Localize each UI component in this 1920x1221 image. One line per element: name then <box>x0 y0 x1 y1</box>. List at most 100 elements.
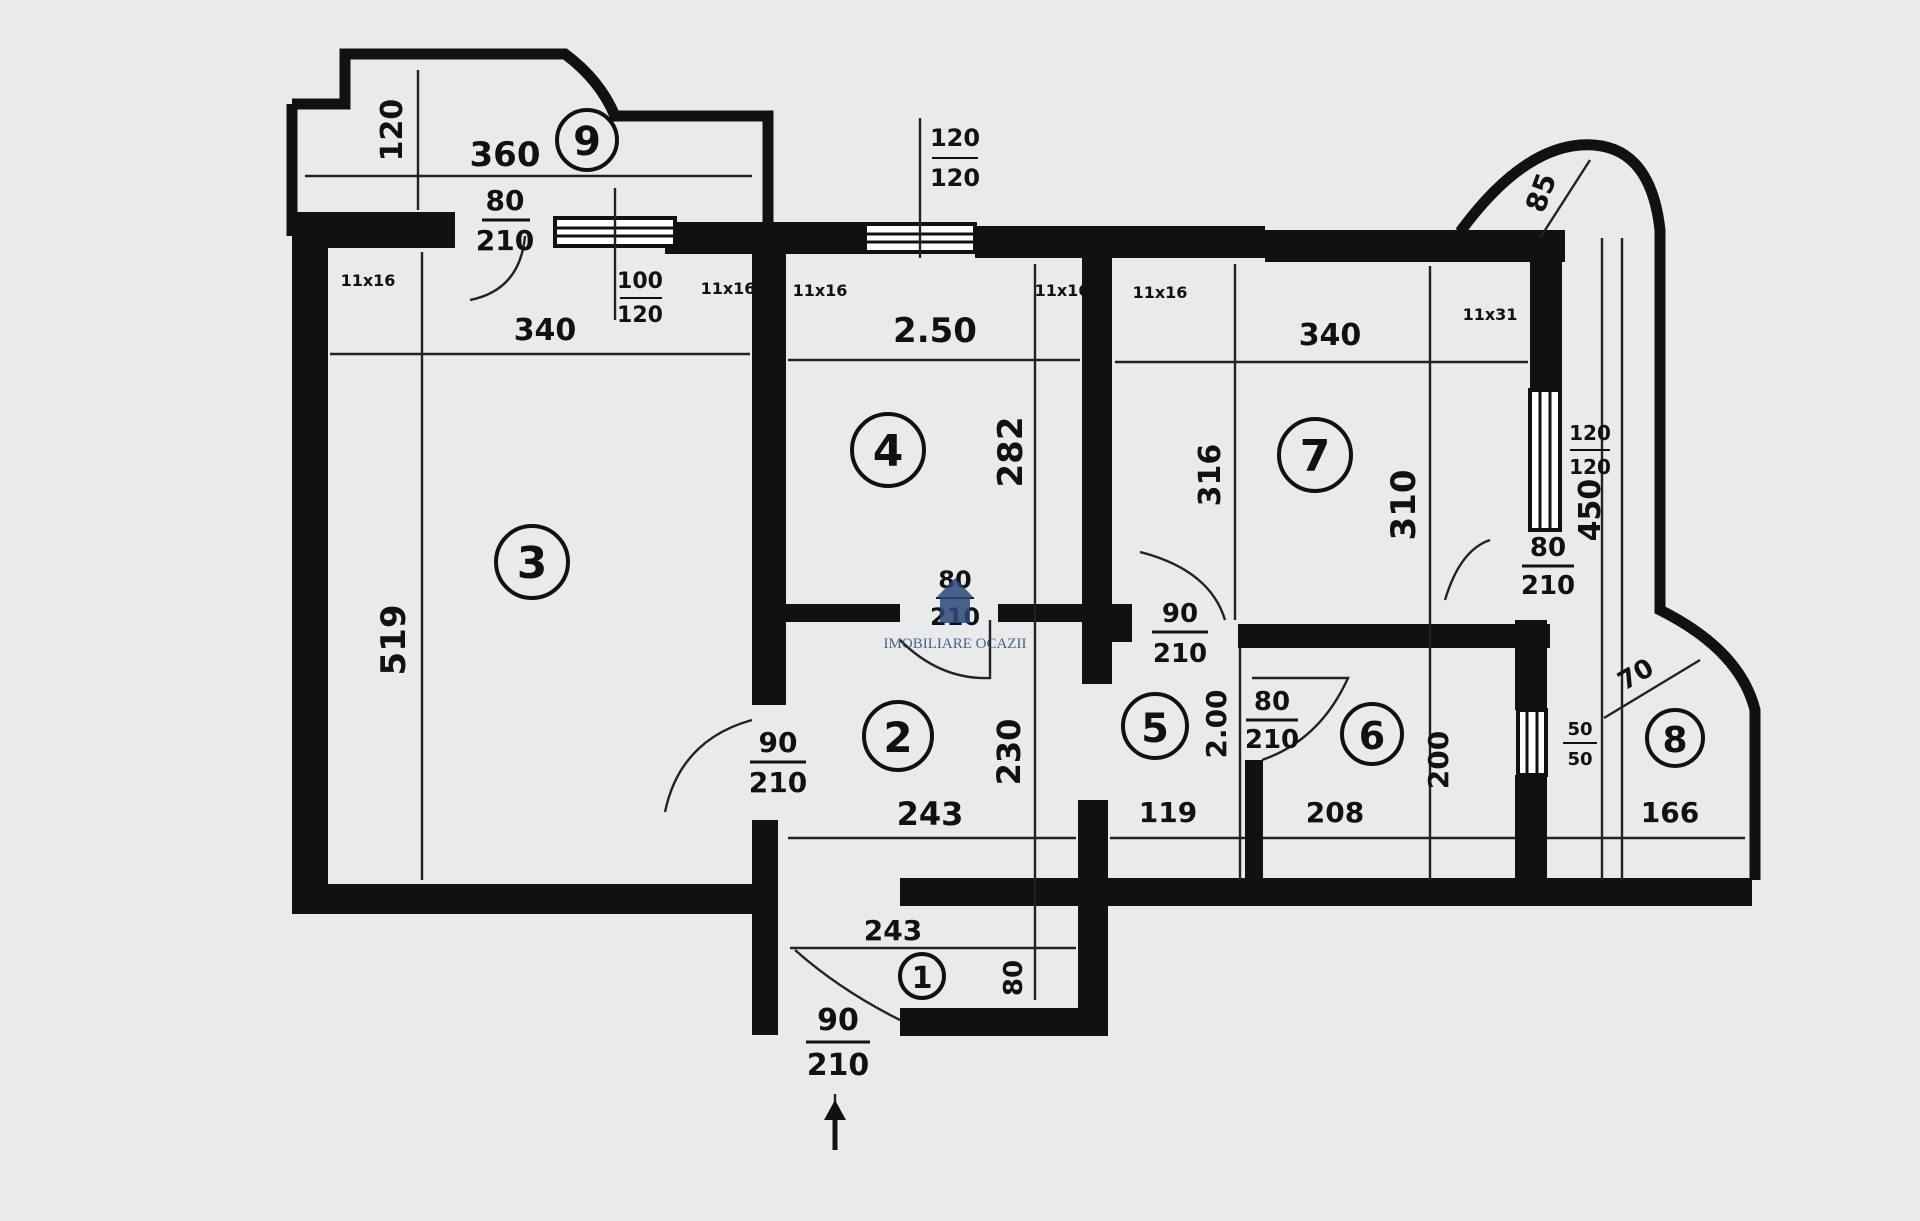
room-2-label: 2 <box>862 700 934 772</box>
svg-text:50: 50 <box>1567 749 1592 770</box>
wall-room7-room6 <box>1238 624 1550 648</box>
door-swing-loggia <box>1443 538 1491 601</box>
wall-bottom-right <box>900 878 1752 906</box>
dim-room6-width: 208 <box>1306 796 1364 829</box>
door-room3-label: 90 210 <box>749 726 807 799</box>
svg-text:80: 80 <box>1530 533 1566 563</box>
dimension-labels: 360 120 340 519 2.50 282 340 316 310 243… <box>374 99 1699 996</box>
windows <box>553 216 1562 777</box>
svg-text:210: 210 <box>749 766 807 799</box>
door-balcony-label: 80 210 <box>476 184 534 257</box>
vent-label: 11x31 <box>1463 305 1518 324</box>
dim-loggia-length: 450 <box>1573 479 1608 542</box>
svg-text:120: 120 <box>617 303 663 328</box>
dim-room4-height: 282 <box>991 417 1031 488</box>
dimension-lines <box>305 70 1745 1150</box>
wall-room3-room4 <box>752 250 786 705</box>
room-number: 2 <box>883 713 912 762</box>
window-small-label: 50 50 <box>1563 719 1597 770</box>
room-5-label: 5 <box>1121 692 1189 760</box>
svg-text:120: 120 <box>1569 455 1611 479</box>
svg-text:210: 210 <box>807 1048 870 1083</box>
watermark-logo: IMOBILIARE OCAZII <box>884 578 1027 652</box>
dim-room3-width: 340 <box>514 313 577 348</box>
room-number: 9 <box>573 119 601 165</box>
dim-hall-height: 230 <box>990 719 1028 786</box>
opening-labels: 80 210 100 120 120 120 80 210 90 210 90 … <box>476 124 1611 1083</box>
svg-text:50: 50 <box>1567 719 1592 740</box>
door-swing-balcony <box>469 235 527 302</box>
dim-room3-height: 519 <box>374 605 414 676</box>
door-loggia-label: 80 210 <box>1521 533 1575 601</box>
dim-entry-depth: 80 <box>999 960 1029 996</box>
wall-top-mid2 <box>975 226 1265 258</box>
door-entry-label: 90 210 <box>806 1003 870 1083</box>
dim-hall-width: 243 <box>897 795 964 833</box>
window-small <box>1516 708 1548 777</box>
dim-room5-height: 2.00 <box>1200 689 1233 758</box>
dim-balcony-width: 360 <box>470 135 541 175</box>
walls <box>286 48 1761 1036</box>
wall-room5-room6 <box>1245 760 1263 880</box>
room-9-label: 9 <box>555 108 619 172</box>
dim-room7-width: 340 <box>1299 318 1362 353</box>
window-loggia-label: 120 120 <box>1569 421 1611 479</box>
window-loggia <box>1528 388 1562 532</box>
room-labels: 9 3 4 7 2 5 6 8 <box>494 108 1705 1000</box>
svg-text:120: 120 <box>930 124 980 152</box>
room-3-label: 3 <box>494 524 570 600</box>
svg-text:90: 90 <box>759 726 798 759</box>
wall-entry-right <box>1078 800 1108 1036</box>
dim-room7-height-left: 316 <box>1193 444 1228 507</box>
svg-text:120: 120 <box>930 164 980 192</box>
window-top-label: 120 120 <box>930 124 980 192</box>
door-swing-room6 <box>1252 676 1350 762</box>
watermark-text: IMOBILIARE OCAZII <box>884 636 1027 652</box>
wall-room7-hall-stub <box>1112 604 1132 642</box>
entry-arrow-icon <box>824 1100 846 1150</box>
dim-loggia-top: 85 <box>1519 169 1563 217</box>
room-number: 8 <box>1662 720 1687 761</box>
door-swing-room3 <box>663 718 753 813</box>
dim-room5-width: 119 <box>1139 796 1197 829</box>
door-room7-label: 90 210 <box>1152 599 1208 669</box>
room-number: 1 <box>912 961 933 996</box>
vent-label: 11x16 <box>793 281 848 300</box>
svg-text:80: 80 <box>486 184 525 217</box>
wall-left <box>292 212 328 914</box>
door-swing-entry <box>794 949 901 1022</box>
door-swing-room4 <box>899 620 992 680</box>
room-number: 3 <box>517 538 548 589</box>
wall-room6-right-b <box>1515 775 1547 885</box>
dim-entry-width: 243 <box>864 914 922 947</box>
wall-room4-hall-a <box>770 604 900 622</box>
svg-text:210: 210 <box>1245 725 1299 755</box>
window-balcony-label: 100 120 <box>617 269 663 328</box>
dim-balcony-depth: 120 <box>375 99 410 162</box>
dim-loggia-angle: 70 <box>1613 653 1659 697</box>
room-number: 6 <box>1359 714 1385 758</box>
svg-text:210: 210 <box>476 224 534 257</box>
room-8-label: 8 <box>1645 708 1705 768</box>
door-swings <box>469 235 1491 1022</box>
wall-room3-entry <box>752 820 778 1035</box>
svg-text:210: 210 <box>1153 639 1207 669</box>
svg-text:90: 90 <box>1162 599 1198 629</box>
room-7-label: 7 <box>1277 417 1353 493</box>
room-4-label: 4 <box>850 412 926 488</box>
room-1-label: 1 <box>898 952 946 1000</box>
vent-labels: 11x16 11x16 11x16 11x16 11x16 11x31 <box>341 271 1518 324</box>
wall-top-mid <box>665 222 865 254</box>
room-number: 7 <box>1300 431 1331 482</box>
dim-room6-height: 200 <box>1422 731 1455 789</box>
vent-label: 11x16 <box>1133 283 1188 302</box>
dim-room4-width: 2.50 <box>893 311 977 351</box>
door-room6-label: 80 210 <box>1245 687 1299 755</box>
wall-room4-room7 <box>1082 258 1112 684</box>
svg-text:210: 210 <box>1521 571 1575 601</box>
room-number: 5 <box>1141 706 1169 752</box>
room-number: 4 <box>873 426 904 477</box>
wall-top-right <box>1265 230 1565 262</box>
